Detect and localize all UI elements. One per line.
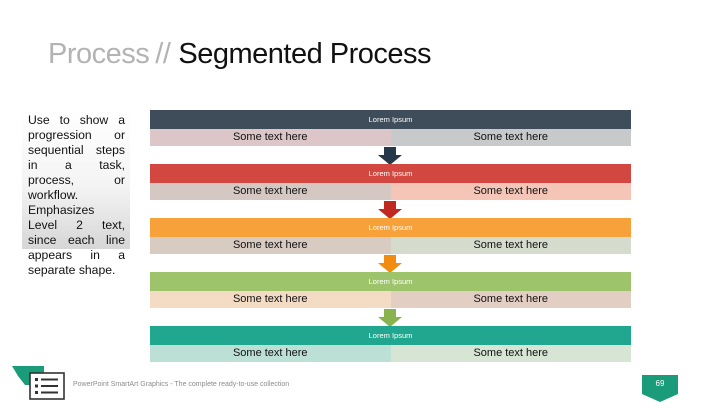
step-segment-right: Some text here bbox=[390, 183, 631, 200]
process-step-1: Lorem Ipsum Some text here Some text her… bbox=[150, 110, 631, 146]
step-header: Lorem Ipsum bbox=[150, 164, 631, 183]
page-number-badge bbox=[642, 375, 678, 402]
title-separator: // bbox=[155, 38, 171, 70]
step-header: Lorem Ipsum bbox=[150, 110, 631, 129]
step-segment-left: Some text here bbox=[150, 237, 391, 254]
step-header: Lorem Ipsum bbox=[150, 326, 631, 345]
process-step-5: Lorem Ipsum Some text here Some text her… bbox=[150, 326, 631, 362]
footer-caption: PowerPoint SmartArt Graphics - The compl… bbox=[73, 381, 290, 388]
document-list-icon bbox=[12, 363, 68, 403]
step-segment-right: Some text here bbox=[390, 291, 631, 308]
step-segments: Some text here Some text here bbox=[150, 345, 631, 362]
step-segment-left: Some text here bbox=[150, 291, 391, 308]
process-step-2: Lorem Ipsum Some text here Some text her… bbox=[150, 164, 631, 200]
step-segments: Some text here Some text here bbox=[150, 183, 631, 200]
step-segments: Some text here Some text here bbox=[150, 291, 631, 308]
step-segment-left: Some text here bbox=[150, 129, 391, 146]
process-step-4: Lorem Ipsum Some text here Some text her… bbox=[150, 272, 631, 308]
down-arrow-icon bbox=[378, 309, 402, 327]
page-number: 69 bbox=[655, 379, 665, 388]
down-arrow-icon bbox=[378, 255, 402, 273]
down-arrow-icon bbox=[378, 201, 402, 219]
step-segment-left: Some text here bbox=[150, 183, 391, 200]
title-prefix: Process bbox=[48, 38, 150, 70]
step-segment-left: Some text here bbox=[150, 345, 391, 362]
step-segments: Some text here Some text here bbox=[150, 129, 631, 146]
step-segments: Some text here Some text here bbox=[150, 237, 631, 254]
process-step-3: Lorem Ipsum Some text here Some text her… bbox=[150, 218, 631, 254]
page-title: Process//Segmented Process bbox=[48, 38, 432, 71]
step-header: Lorem Ipsum bbox=[150, 272, 631, 291]
step-segment-right: Some text here bbox=[390, 237, 631, 254]
description-callout: Use to show a progression or sequential … bbox=[22, 109, 130, 277]
down-arrow-icon bbox=[378, 147, 402, 165]
step-header: Lorem Ipsum bbox=[150, 218, 631, 237]
step-segment-right: Some text here bbox=[390, 129, 631, 146]
step-segment-right: Some text here bbox=[390, 345, 631, 362]
title-main: Segmented Process bbox=[178, 38, 432, 70]
